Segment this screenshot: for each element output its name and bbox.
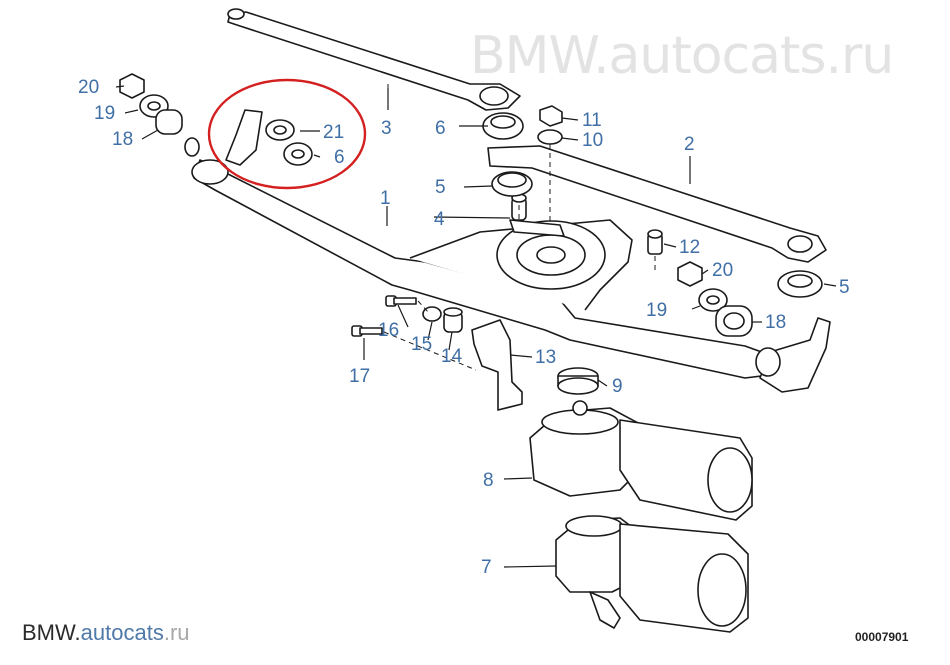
part-18-bushing-left (155, 109, 183, 135)
part-8-motor (529, 400, 753, 521)
callout-label: 15 (411, 334, 432, 355)
callout-label: 14 (441, 346, 463, 367)
part-1-main-frame (184, 109, 831, 393)
part-11-nut (539, 105, 563, 127)
callout-label: 4 (434, 209, 445, 230)
callout-label: 17 (349, 366, 370, 387)
part-18-bushing-right (715, 305, 753, 337)
callout-label: 7 (481, 557, 492, 578)
callout-label: 11 (582, 110, 602, 131)
part-14-spacer (443, 307, 463, 333)
part-3-upper-rod (227, 8, 521, 111)
callout-label: 10 (582, 130, 603, 151)
callout-label: 6 (334, 147, 345, 168)
callout-labels: 1 2 3 4 5 6 7 8 9 10 11 12 13 14 15 16 1… (78, 77, 850, 578)
part-16-bolt (385, 295, 417, 307)
callout-label: 20 (712, 260, 733, 281)
footer-brand-part2: autocats (80, 620, 164, 645)
callout-label: 1 (380, 188, 391, 209)
footer-brand-part3: .ru (163, 620, 190, 645)
part-10-washer (537, 129, 563, 145)
part-15-washer (422, 306, 442, 322)
part-17-bolt (351, 325, 383, 337)
callout-label: 8 (483, 470, 494, 491)
diagram-number: 00007901 (855, 630, 909, 644)
callout-label: 12 (679, 237, 700, 258)
callout-label: 5 (839, 277, 850, 298)
callout-label: 16 (378, 320, 399, 341)
part-7-motor (555, 515, 749, 633)
part-9-grommet (557, 367, 599, 395)
highlight-circle (207, 78, 367, 190)
callout-label: 9 (612, 376, 623, 397)
callout-label: 3 (381, 118, 392, 139)
part-2-right-rod (487, 145, 827, 263)
callout-label: 6 (435, 118, 446, 139)
callout-label: 20 (78, 77, 99, 98)
part-20-nut-right (677, 261, 703, 287)
callout-label: 5 (435, 177, 446, 198)
assembly-lines (383, 84, 656, 371)
part-4-crank-pin (509, 193, 565, 237)
part-20-nut-left (119, 73, 145, 99)
callout-label: 19 (646, 300, 667, 321)
callout-label: 19 (94, 103, 115, 124)
part-12-bolt (647, 229, 663, 255)
watermark-text: BMW.autocats.ru (470, 26, 894, 86)
part-13-bracket (471, 319, 523, 411)
footer-brand[interactable]: BMW.autocats.ru (22, 620, 190, 646)
callout-label: 13 (535, 347, 556, 368)
callout-label: 21 (323, 122, 344, 143)
callout-label: 18 (112, 129, 133, 150)
callout-label: 2 (684, 134, 695, 155)
callout-label: 18 (765, 312, 786, 333)
leader-lines (115, 85, 837, 568)
footer-brand-part1: BMW. (22, 620, 81, 645)
